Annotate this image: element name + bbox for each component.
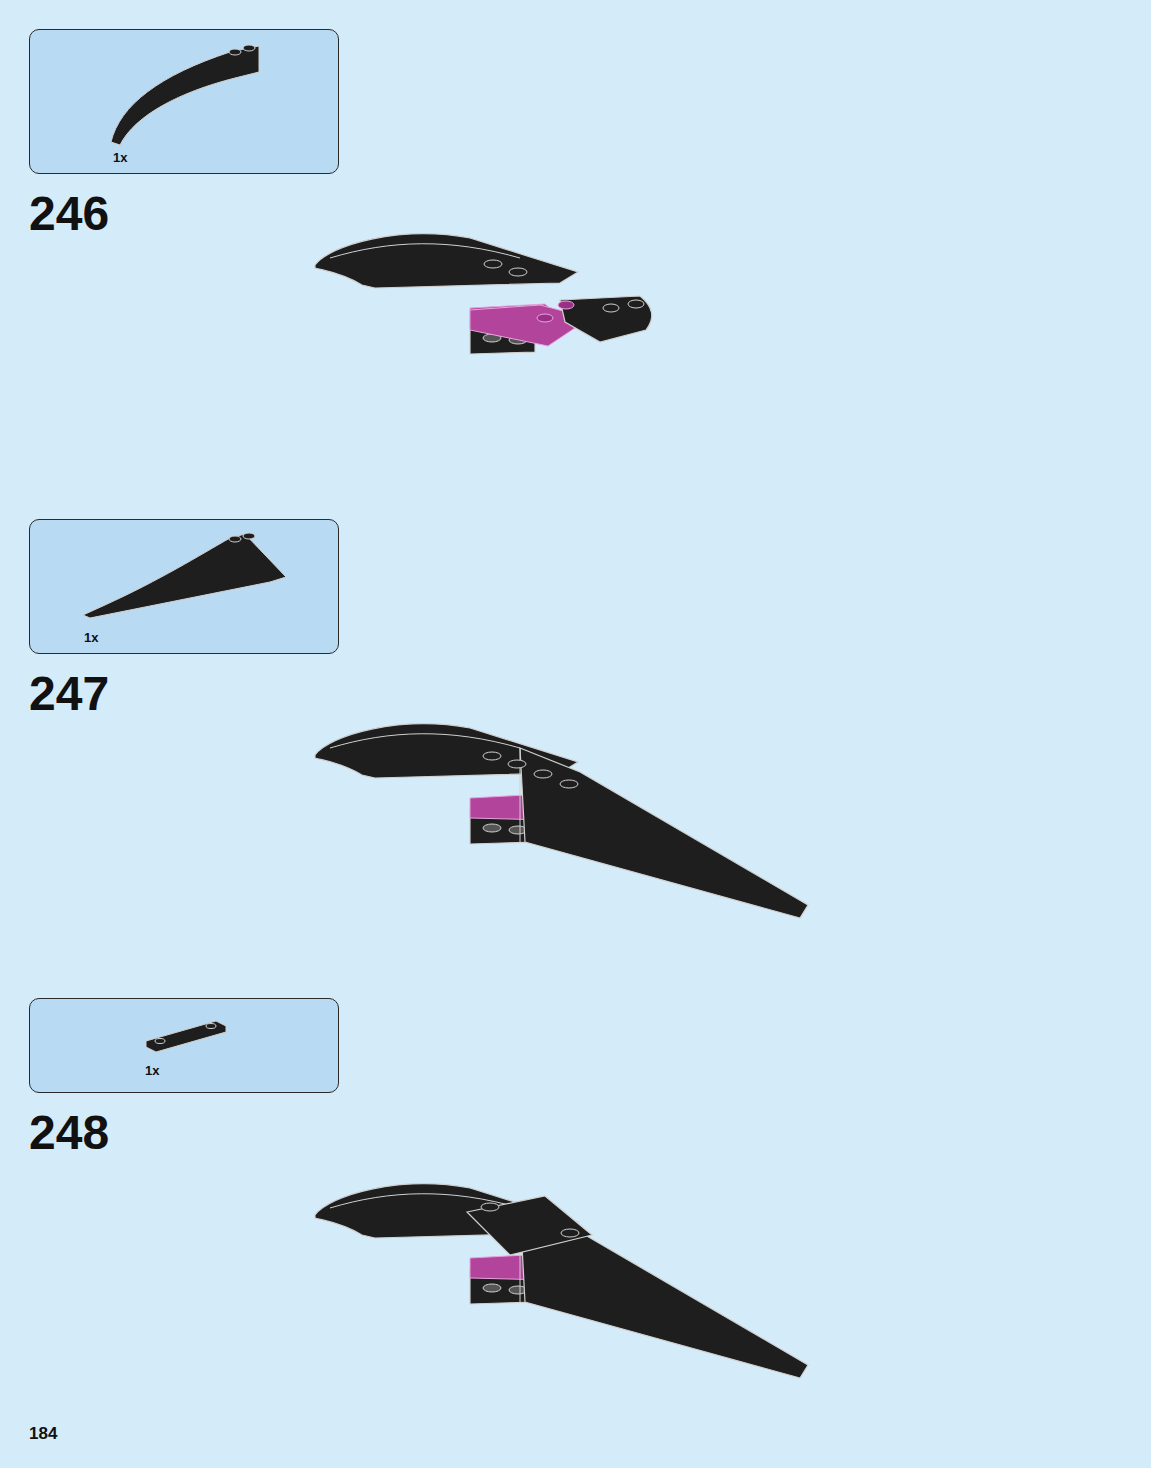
- parts-callout: 1x: [29, 998, 339, 1093]
- step-number: 247: [29, 670, 109, 718]
- parts-callout: 1x: [29, 29, 339, 174]
- part-icon: [30, 520, 340, 655]
- quantity-label: 1x: [113, 150, 127, 165]
- quantity-label: 1x: [84, 630, 98, 645]
- step-number: 248: [29, 1109, 109, 1157]
- part-icon: [30, 999, 340, 1094]
- part-icon: [30, 30, 340, 175]
- parts-callout: 1x: [29, 519, 339, 654]
- page-number: 184: [29, 1425, 57, 1442]
- step-number: 246: [29, 190, 109, 238]
- quantity-label: 1x: [145, 1063, 159, 1078]
